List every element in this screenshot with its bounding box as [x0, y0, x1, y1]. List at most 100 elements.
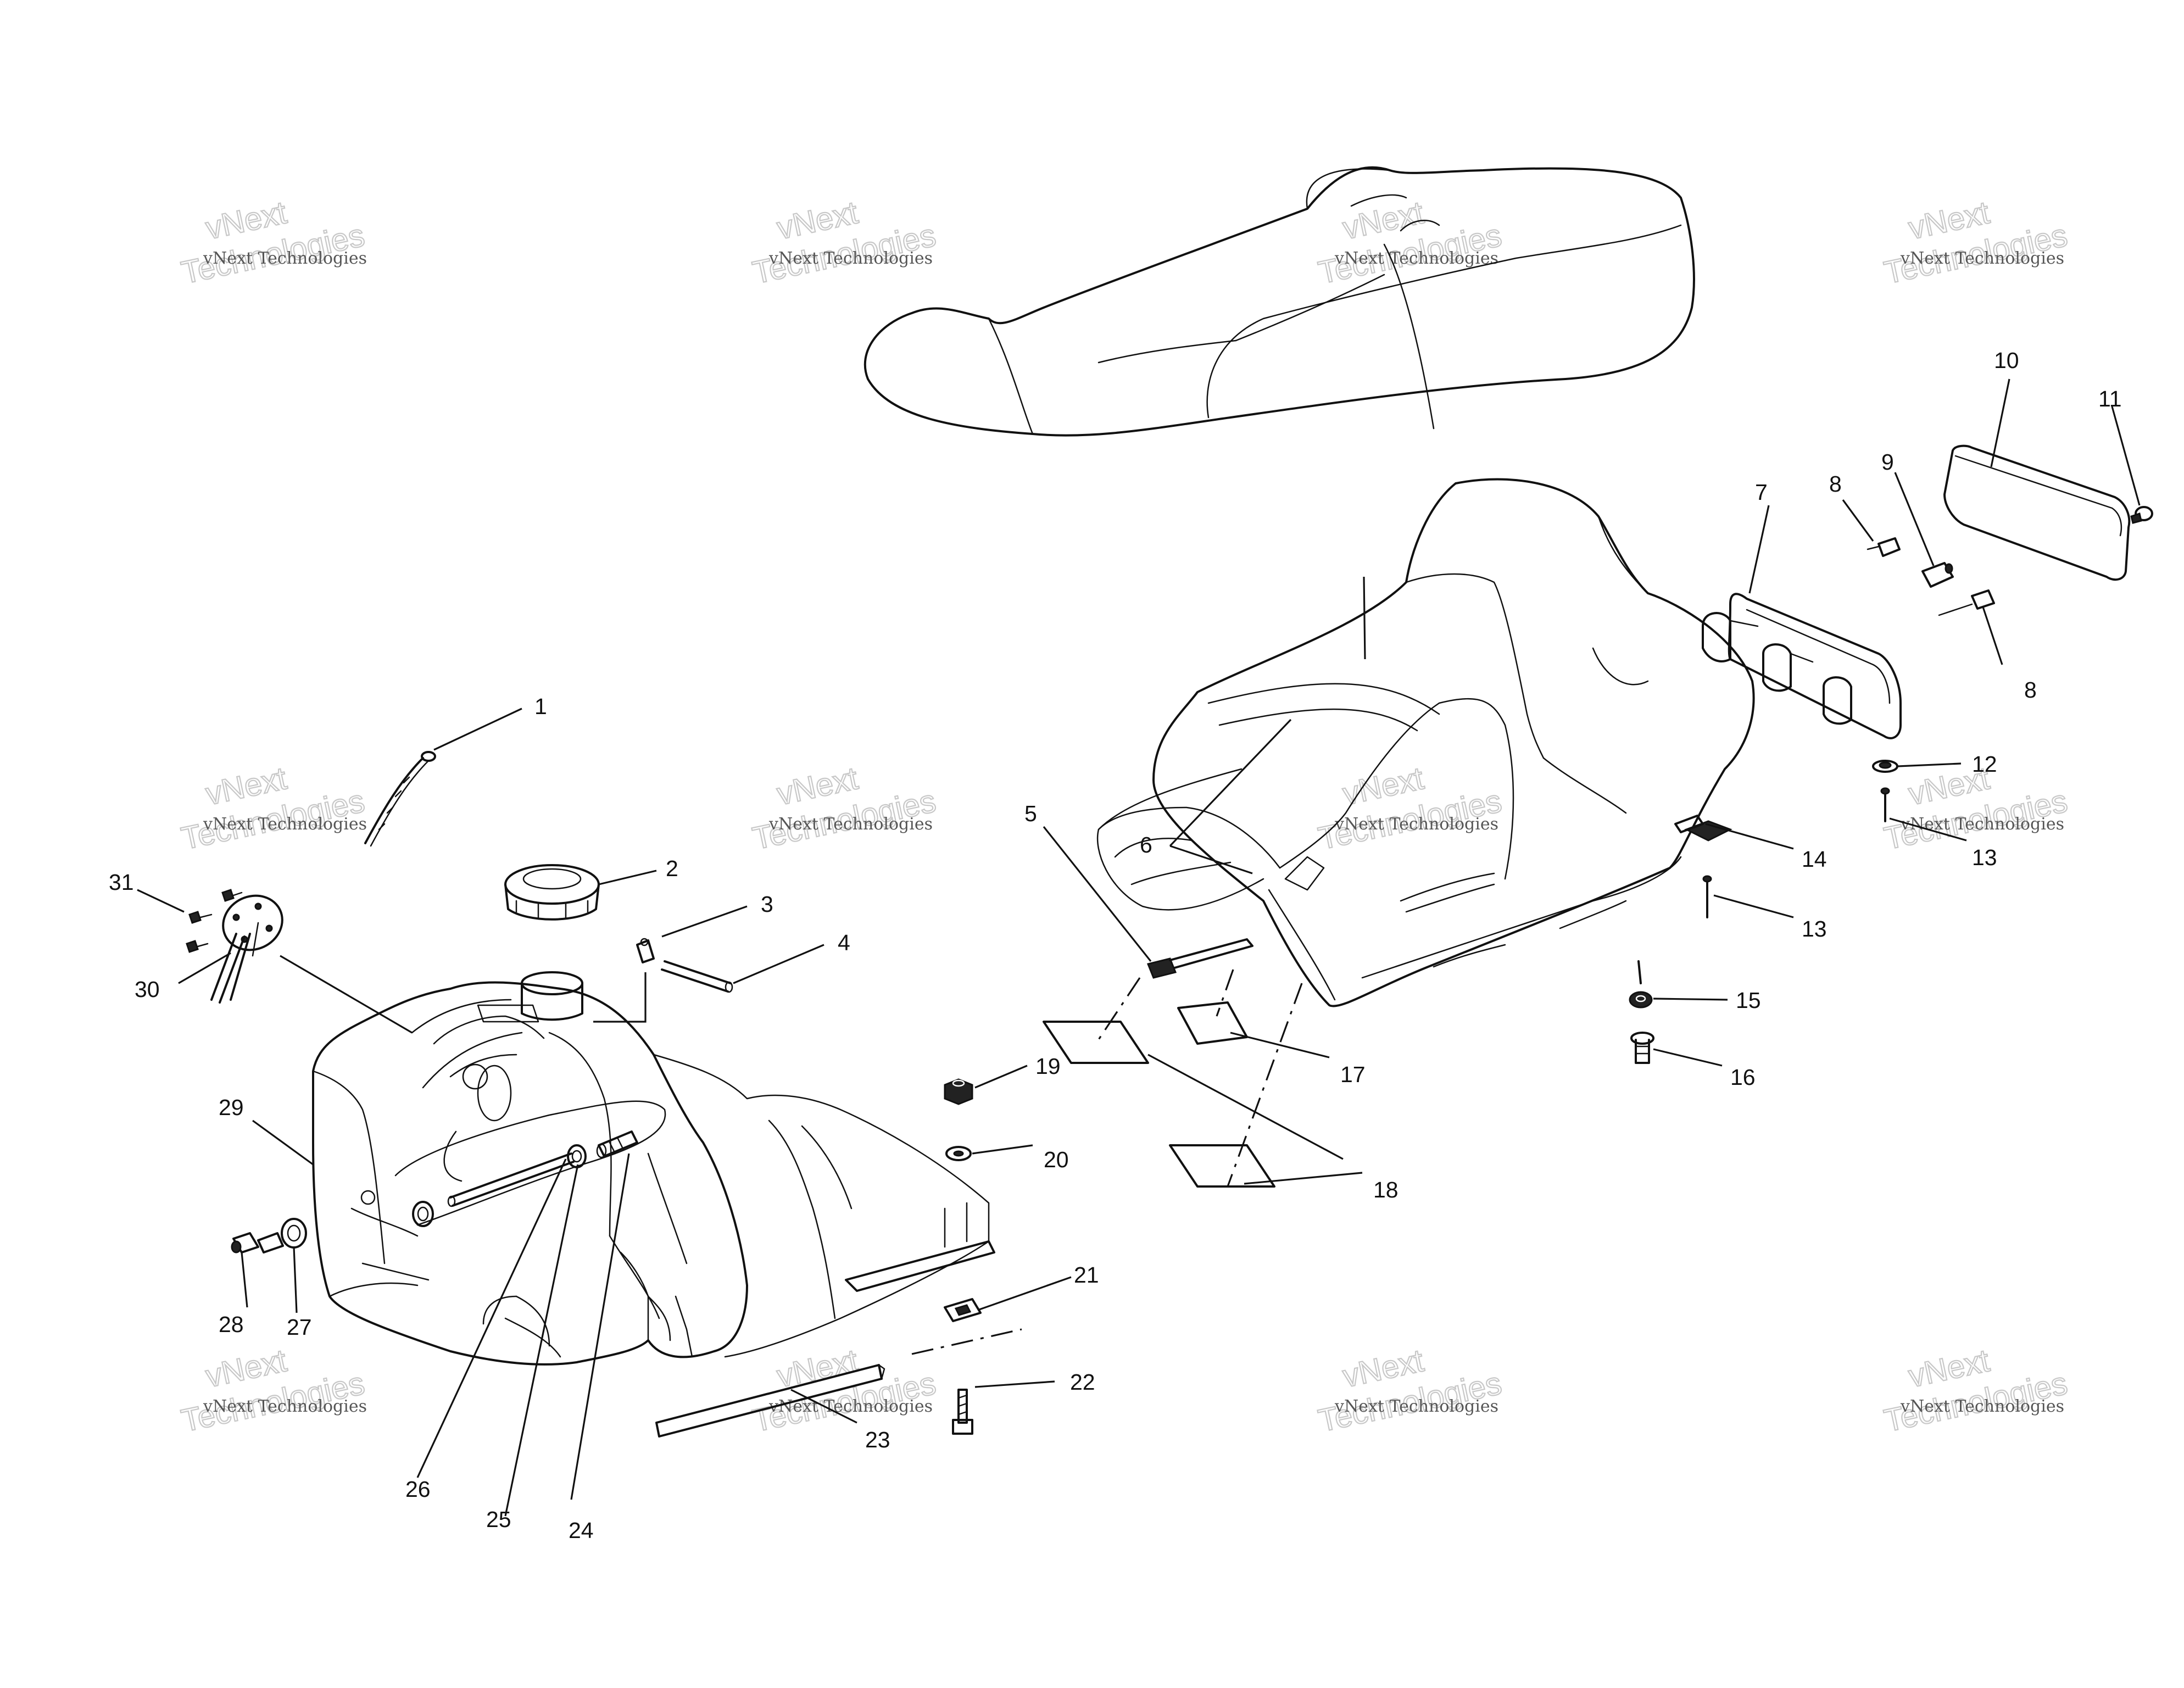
callout-13-lower: 13 — [1802, 916, 1827, 942]
push-rivet-lower — [1702, 875, 1712, 918]
drain-plug — [231, 1232, 284, 1254]
callout-15: 15 — [1736, 988, 1761, 1013]
watermark-top-center-right: vNext Technologies — [1315, 194, 1506, 292]
callout-9: 9 — [1881, 449, 1894, 475]
mounting-bolt — [952, 1389, 973, 1435]
watermark-bottom-center-right: vNext Technologies — [1315, 1342, 1506, 1440]
seat-stud — [1630, 1032, 1654, 1064]
seat-cover — [863, 166, 1695, 437]
callout-10: 10 — [1994, 348, 2019, 373]
seat-latch — [1146, 938, 1253, 979]
callout-4: 4 — [838, 930, 850, 955]
callout-24: 24 — [569, 1518, 594, 1543]
watermark-top-center-right-text: vNext Technologies — [1334, 249, 1498, 268]
taillight-lens — [1943, 444, 2131, 581]
watermark-top-left-text: vNext Technologies — [203, 249, 367, 268]
callout-8-upper: 8 — [1829, 471, 1842, 497]
watermark-bottom-center-left-text: vNext Technologies — [768, 1397, 933, 1416]
callout-19: 19 — [1035, 1054, 1061, 1079]
callout-12: 12 — [1972, 751, 1997, 777]
callout-20: 20 — [1044, 1147, 1069, 1172]
seat-base — [1096, 478, 1755, 1007]
watermark-mid-center-right: vNext Technologies — [1315, 760, 1506, 857]
callout-7: 7 — [1755, 480, 1768, 505]
fuel-cap — [504, 864, 600, 1021]
pickup-plate — [210, 894, 283, 1004]
seat-pad — [1043, 1021, 1275, 1188]
foam-strip — [655, 1364, 885, 1438]
taillight-housing — [1702, 593, 1902, 739]
latch-axis — [1095, 977, 1141, 1044]
callout-29: 29 — [219, 1095, 244, 1120]
pad-axis-right — [1227, 983, 1303, 1187]
callout-30: 30 — [135, 977, 160, 1002]
callout-5: 5 — [1024, 801, 1037, 826]
fuel-tank — [312, 981, 995, 1366]
watermark-mid-center-left-text: vNext Technologies — [768, 815, 933, 834]
mounting-screws — [186, 889, 243, 953]
flat-washer — [945, 1146, 972, 1161]
callout-28: 28 — [219, 1312, 244, 1337]
watermark-mid-right-text: vNext Technologies — [1900, 815, 2064, 834]
hose-fitting — [596, 1130, 638, 1158]
pickup-connection-line — [280, 955, 413, 1034]
drain-grommet — [281, 1218, 307, 1249]
lens-screw — [2130, 506, 2153, 524]
callout-1: 1 — [534, 694, 547, 719]
callout-6: 6 — [1140, 832, 1152, 857]
pad-bolt-axis — [911, 1328, 1022, 1355]
callout-17: 17 — [1340, 1062, 1366, 1087]
callout-23: 23 — [865, 1427, 890, 1452]
bulb-upper — [1867, 537, 1901, 557]
callout-22: 22 — [1070, 1369, 1095, 1395]
fuel-gauge-sender — [364, 751, 436, 847]
watermark-bottom-right-text: vNext Technologies — [1900, 1397, 2064, 1416]
t-nut — [1674, 815, 1704, 833]
lock-nut — [944, 1078, 973, 1105]
lock-washer — [1629, 960, 1653, 1009]
tube-connector — [412, 1201, 434, 1227]
callout-31: 31 — [109, 870, 134, 895]
callout-25: 25 — [486, 1507, 511, 1532]
watermark-bottom-right: vNext Technologies — [1881, 1342, 2071, 1440]
callout-11: 11 — [2098, 386, 2122, 411]
push-rivet-upper — [1880, 787, 1890, 822]
callout-18: 18 — [1373, 1177, 1399, 1202]
callout-13-right: 13 — [1972, 845, 1997, 870]
watermark-mid-left: vNext Technologies — [178, 760, 369, 857]
watermark-top-right: vNext Technologies — [1881, 194, 2071, 292]
rubber-pad — [944, 1298, 982, 1322]
callout-21: 21 — [1074, 1262, 1099, 1288]
leader-lines — [137, 378, 2141, 1517]
watermark-bottom-center-right-text: vNext Technologies — [1334, 1397, 1498, 1416]
vent-connection-line — [593, 972, 647, 1023]
callout-labels: 1 2 3 4 5 6 7 8 8 9 10 11 12 13 13 14 15… — [109, 348, 2122, 1543]
latch-pad — [1177, 1001, 1248, 1045]
watermark-top-center-left-text: vNext Technologies — [768, 249, 933, 268]
vent-hose — [661, 960, 733, 993]
watermark-group: vNext Technologies vNext Technologies vN… — [178, 194, 2071, 1440]
watermark-bottom-left: vNext Technologies — [178, 1342, 369, 1440]
callout-14: 14 — [1802, 846, 1827, 872]
crossover-tube — [447, 1152, 575, 1207]
watermark-top-right-text: vNext Technologies — [1900, 249, 2064, 268]
watermark-top-center-left: vNext Technologies — [749, 194, 940, 292]
callout-27: 27 — [287, 1314, 312, 1340]
callout-16: 16 — [1730, 1065, 1756, 1090]
callout-2: 2 — [666, 856, 678, 881]
bulb-lower — [1938, 589, 1995, 616]
callout-26: 26 — [405, 1477, 431, 1502]
vent-fitting — [636, 938, 655, 963]
watermark-mid-center-left: vNext Technologies — [749, 760, 940, 857]
callout-3: 3 — [761, 892, 773, 917]
pad-axis-left — [1216, 969, 1234, 1017]
seat-alignment-line — [1363, 576, 1366, 660]
tank-strap-outline — [394, 1100, 666, 1226]
watermark-top-left: vNext Technologies — [178, 194, 369, 292]
watermark-mid-left-text: vNext Technologies — [203, 815, 367, 834]
watermark-mid-center-right-text: vNext Technologies — [1334, 815, 1498, 834]
retainer-clip — [1872, 760, 1898, 773]
bulb-center — [1921, 562, 1954, 588]
watermark-bottom-left-text: vNext Technologies — [203, 1397, 367, 1416]
